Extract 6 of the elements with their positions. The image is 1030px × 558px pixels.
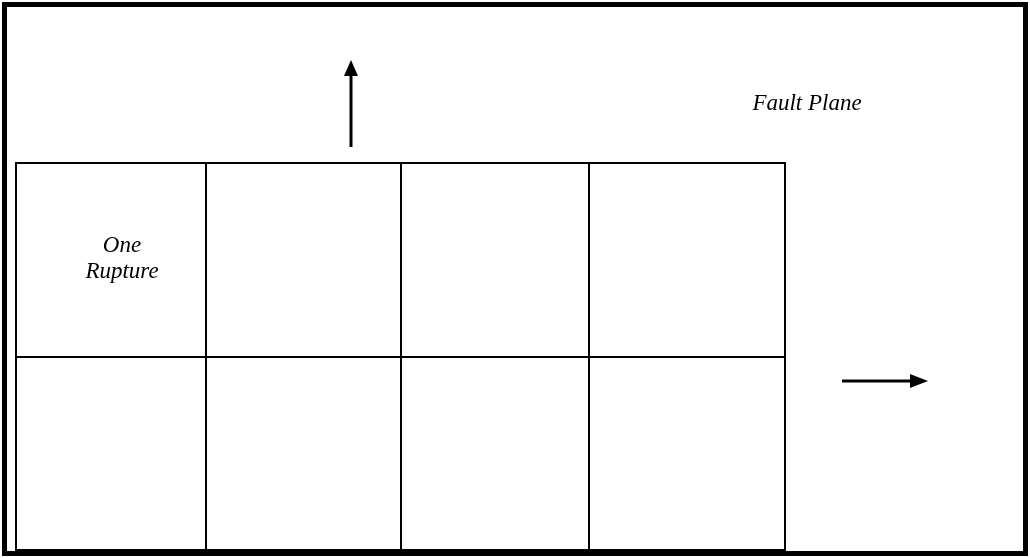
plane-label: Fault Plane (751, 90, 863, 116)
grid-cell (588, 356, 786, 551)
grid-cell (15, 356, 207, 551)
grid-cell (15, 162, 207, 358)
cell-label: One Rupture (84, 232, 160, 284)
grid-cell (588, 162, 786, 358)
